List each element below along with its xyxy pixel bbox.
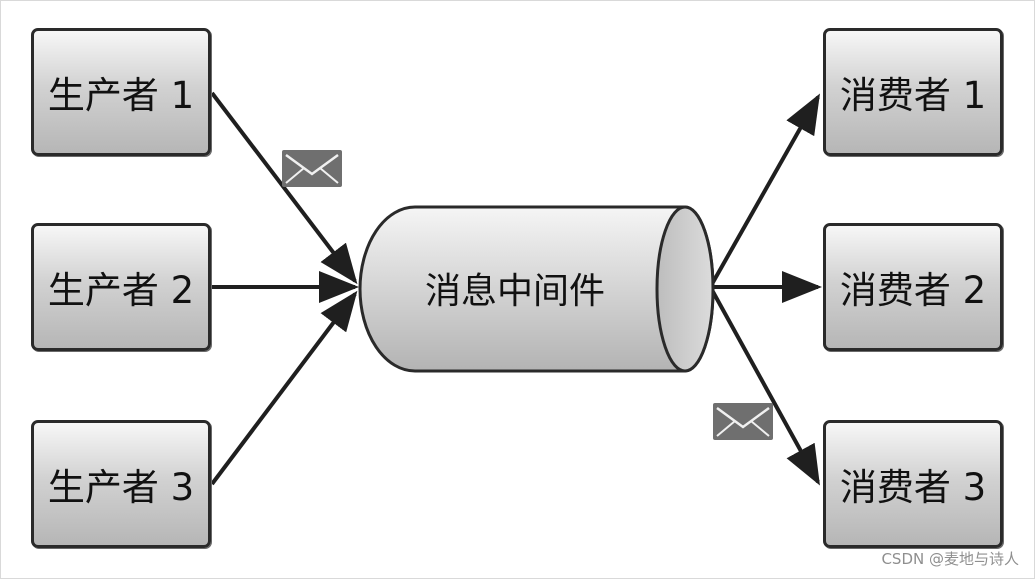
consumer-2-label: 消费者 2 bbox=[839, 269, 987, 312]
producer-1-box: 生产者 1 bbox=[31, 28, 211, 156]
producer-2-box: 生产者 2 bbox=[31, 223, 211, 351]
consumer-3-box: 消费者 3 bbox=[823, 420, 1003, 548]
consumer-1-box: 消费者 1 bbox=[823, 28, 1003, 156]
producer-3-box: 生产者 3 bbox=[31, 420, 211, 548]
arrow-middleware-to-consumer-1 bbox=[710, 93, 820, 285]
envelope-icon bbox=[282, 150, 342, 187]
watermark: CSDN @麦地与诗人 bbox=[881, 550, 1019, 568]
arrow-producer-3-to-middleware bbox=[210, 290, 358, 486]
producer-2-label: 生产者 2 bbox=[47, 269, 195, 312]
middleware-label: 消息中间件 bbox=[424, 271, 605, 312]
arrow-middleware-to-consumer-3 bbox=[710, 289, 820, 486]
arrow-producer-1-to-middleware bbox=[210, 91, 358, 285]
consumer-1-label: 消费者 1 bbox=[839, 74, 987, 117]
producer-1-label: 生产者 1 bbox=[47, 74, 195, 117]
producer-3-label: 生产者 3 bbox=[47, 466, 195, 509]
consumer-3-label: 消费者 3 bbox=[839, 466, 987, 509]
middleware-cylinder bbox=[358, 205, 715, 373]
consumer-2-box: 消费者 2 bbox=[823, 223, 1003, 351]
envelope-icon bbox=[713, 403, 773, 440]
